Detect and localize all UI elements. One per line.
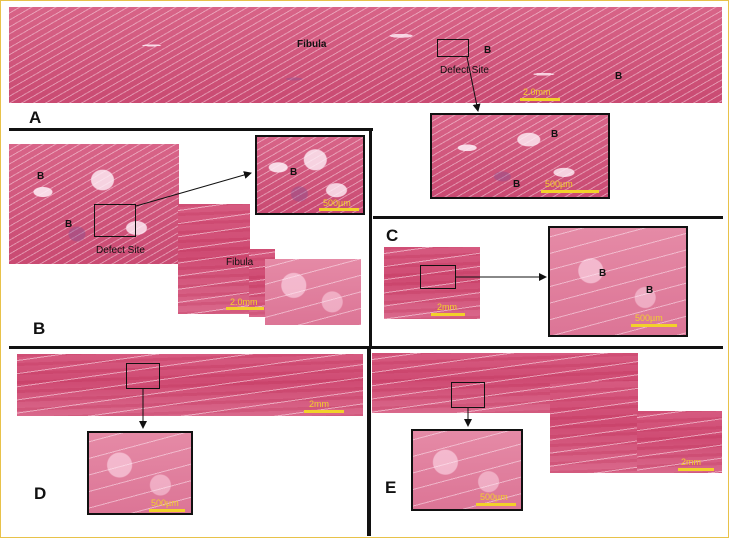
panel-d-letter: D (34, 484, 47, 503)
panel-a-inset-bone-label: B (551, 129, 559, 140)
panel-c-inset-scale-bar (631, 324, 677, 327)
panel-a-inset (430, 113, 610, 199)
panel-b-defect-label: Defect Site (96, 245, 145, 256)
panel-d-inset-scale-bar (149, 509, 185, 512)
panel-a-fibula-label: Fibula (297, 39, 327, 50)
panel-c-letter: C (386, 226, 399, 245)
panel-e-micrograph-mid (550, 381, 638, 473)
panel-c-scale-label: 2mm (437, 302, 457, 312)
panel-c-inset-scale-label: 500µm (635, 313, 663, 323)
panel-d-scale-bar (304, 410, 344, 413)
panel-a-micrograph (9, 7, 722, 103)
panel-a-letter: A (29, 108, 42, 127)
panel-e-roi-box (451, 382, 485, 408)
panel-b-bone-label: B (37, 171, 45, 182)
panel-a-bone-label: B (484, 45, 492, 56)
divider-a-b (9, 128, 373, 131)
panel-c-micrograph (384, 247, 480, 319)
divider-middle (9, 346, 723, 349)
panel-d-roi-box (126, 363, 160, 389)
panel-c-inset-bone-label: B (599, 268, 607, 279)
panel-a-bone-label: B (615, 71, 623, 82)
panel-e-micrograph-right (637, 411, 722, 473)
panel-d-micrograph (17, 354, 363, 416)
panel-e-letter: E (385, 478, 397, 497)
panel-d-inset-scale-label: 500µm (151, 498, 179, 508)
panel-b-micrograph-mid (178, 204, 250, 314)
divider-vertical-lower (367, 346, 371, 536)
panel-a-inset-scale-bar (541, 190, 599, 193)
panel-e-scale-label: 2mm (681, 457, 701, 467)
panel-c-inset (548, 226, 688, 337)
panel-b-scale-bar (226, 307, 264, 310)
panel-b-bone-label: B (65, 219, 73, 230)
panel-a-scale-label: 2.0mm (523, 87, 551, 97)
panel-b-roi-box (94, 204, 136, 237)
panel-b-fibula-label: Fibula (226, 257, 254, 268)
panel-b-scale-label: 2.0mm (230, 297, 258, 307)
divider-vertical-upper (369, 128, 372, 347)
panel-e-inset-scale-label: 500µm (480, 492, 508, 502)
panel-b-inset-scale-label: 500µm (323, 198, 351, 208)
panel-e-scale-bar (678, 468, 714, 471)
panel-c-inset-bone-label: B (646, 285, 654, 296)
panel-e-inset (411, 429, 523, 511)
panel-a-roi-box (437, 39, 469, 57)
panel-a-scale-bar (520, 98, 560, 101)
panel-a-inset-scale-label: 500µm (545, 179, 573, 189)
panel-b-micrograph-right (265, 259, 361, 325)
panel-a-defect-label: Defect Site (440, 65, 489, 76)
panel-a-inset-bone-label: B (513, 179, 521, 190)
panel-b-letter: B (33, 319, 46, 338)
divider-b-c (373, 216, 723, 219)
panel-d-scale-label: 2mm (309, 399, 329, 409)
panel-c-roi-box (420, 265, 456, 289)
panel-d-inset (87, 431, 193, 515)
panel-b-inset-bone-label: B (290, 167, 298, 178)
panel-b-inset (255, 135, 365, 215)
panel-c-scale-bar (431, 313, 465, 316)
panel-b-inset-scale-bar (319, 208, 359, 211)
panel-e-inset-scale-bar (476, 503, 516, 506)
